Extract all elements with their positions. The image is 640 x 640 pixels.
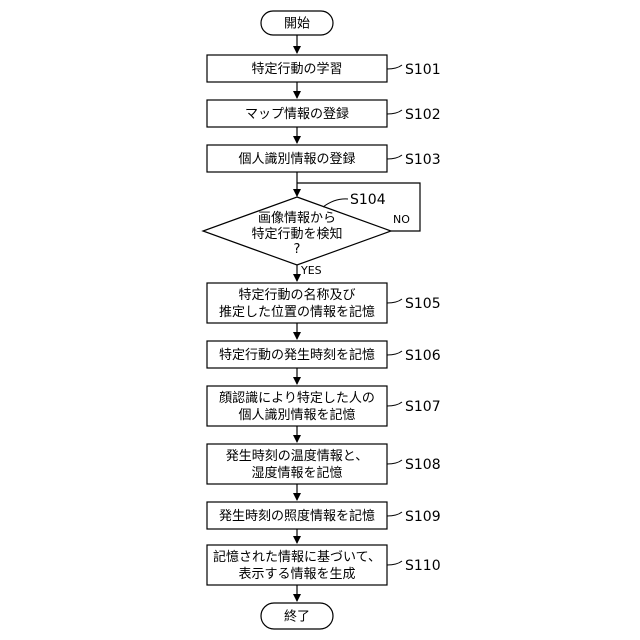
step-box-s105: 特定行動の名称及び 推定した位置の情報を記憶 S105 [207,283,441,323]
step-box-s108: 発生時刻の温度情報と、 湿度情報を記憶 S108 [207,444,441,484]
step-id-label: S101 [405,62,441,78]
step-text: 表示する情報を生成 [238,567,355,582]
step-text: マップ情報の登録 [245,107,349,122]
no-label: NO [393,213,410,226]
step-text: 個人識別情報を記憶 [238,407,355,423]
step-text: 推定した位置の情報を記憶 [219,304,375,320]
step-box-s109: 発生時刻の照度情報を記憶 S109 [207,502,441,529]
decision-text: ? [294,242,301,257]
start-terminal: 開始 [261,11,333,35]
decision-text: 特定行動を検知 [251,226,342,242]
step-box-s110: 記憶された情報に基づいて、 表示する情報を生成 S110 [207,545,441,585]
step-id-label: S108 [405,457,441,473]
step-text: 記憶された情報に基づいて、 [213,549,381,565]
step-box-s107: 顔認識により特定した人の 個人識別情報を記憶 S107 [207,386,441,426]
end-terminal: 終了 [261,603,333,629]
step-id-label: S102 [405,107,441,123]
step-text: 湿度情報を記憶 [251,465,342,481]
step-text: 発生時刻の温度情報と、 [226,448,368,464]
step-box-s102: マップ情報の登録 S102 [207,100,441,127]
step-text: 特定行動の学習 [251,61,342,77]
step-box-s103: 個人識別情報の登録 S103 [207,145,441,172]
step-box-s106: 特定行動の発生時刻を記憶 S106 [207,341,441,368]
step-id-label: S103 [405,152,441,168]
step-id-label: S107 [405,399,441,415]
step-text: 発生時刻の照度情報を記憶 [219,508,375,524]
step-text: 個人識別情報の登録 [238,152,355,167]
step-id-label: S105 [405,296,441,312]
step-id-label: S110 [405,558,441,574]
step-text: 特定行動の発生時刻を記憶 [219,347,375,363]
decision-diamond-s104: 画像情報から 特定行動を検知 ? S104 [203,192,391,265]
decision-text: 画像情報から [258,211,336,226]
end-label: 終了 [284,609,310,625]
yes-label: YES [300,264,322,277]
step-id-label: S109 [405,509,441,525]
step-id-label: S104 [350,192,386,208]
step-box-s101: 特定行動の学習 S101 [207,55,441,82]
step-text: 特定行動の名称及び [238,287,355,303]
start-label: 開始 [284,17,310,32]
step-id-label: S106 [405,348,441,364]
step-text: 顔認識により特定した人の [219,390,375,406]
